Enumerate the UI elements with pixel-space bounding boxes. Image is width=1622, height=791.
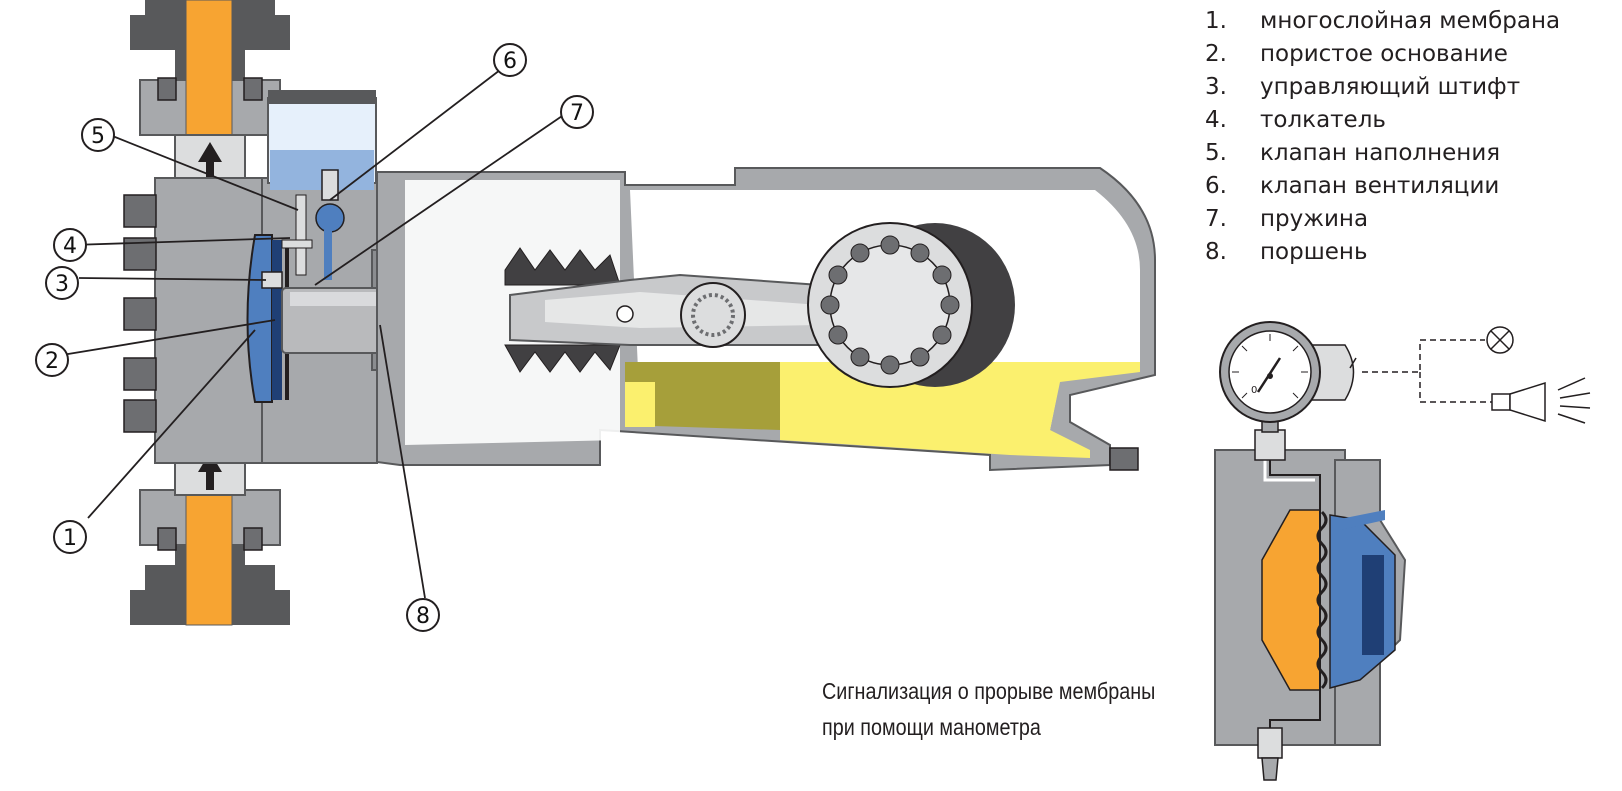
callout-number: 8	[416, 604, 430, 629]
legend-label: управляющий штифт	[1260, 74, 1521, 100]
legend-number: 1.	[1205, 8, 1227, 34]
connecting-rod	[509, 273, 861, 348]
callout-2: 2	[35, 343, 69, 377]
legend-number: 7.	[1205, 206, 1227, 232]
callout-number: 5	[91, 124, 105, 149]
signal-lamp-icon	[1486, 326, 1514, 354]
head-bolts	[123, 194, 157, 433]
legend-number: 4.	[1205, 107, 1227, 133]
legend-number: 3.	[1205, 74, 1227, 100]
legend-item: 2. пористое основание	[1205, 41, 1615, 74]
legend-label: пористое основание	[1260, 41, 1508, 67]
legend-item: 5. клапан наполнения	[1205, 140, 1615, 173]
callout-number: 7	[570, 101, 584, 126]
crosshead-bearing	[680, 282, 746, 348]
caption-line-1: Сигнализация о прорыве мембраны	[822, 678, 1156, 704]
legend-item: 4. толкатель	[1205, 107, 1615, 140]
legend-item: 7. пружина	[1205, 206, 1615, 239]
legend-item: 8. поршень	[1205, 239, 1615, 272]
crank-bearing	[807, 222, 1015, 388]
callout-number: 2	[45, 349, 59, 374]
legend-label: клапан вентиляции	[1260, 173, 1500, 199]
bellows	[504, 247, 621, 373]
legend-number: 6.	[1205, 173, 1227, 199]
legend-item: 3. управляющий штифт	[1205, 74, 1615, 107]
pusher	[281, 239, 313, 249]
parts-legend: 1. многослойная мембрана 2. пористое основ…	[1205, 8, 1615, 272]
legend-label: поршень	[1260, 239, 1368, 265]
caption-line-2: при помощи манометра	[822, 714, 1041, 740]
callout-number: 6	[503, 49, 517, 74]
callout-number: 4	[63, 234, 77, 259]
callout-7: 7	[560, 95, 594, 129]
callout-8: 8	[406, 598, 440, 632]
callout-6: 6	[493, 43, 527, 77]
callout-3: 3	[45, 266, 79, 300]
legend-label: толкатель	[1260, 107, 1386, 133]
fill-valve-ball	[315, 203, 345, 233]
up-arrow-icon	[198, 142, 222, 180]
callout-4: 4	[53, 228, 87, 262]
up-arrow-icon	[198, 452, 222, 490]
callout-number: 3	[55, 272, 69, 297]
legend-label: многослойная мембрана	[1260, 8, 1561, 34]
pump-head	[123, 90, 378, 464]
gauge-zero-label: 0	[1251, 385, 1257, 396]
callouts	[61, 69, 566, 599]
legend-item: 6. клапан вентиляции	[1205, 173, 1615, 206]
legend-item: 1. многослойная мембрана	[1205, 8, 1615, 41]
callout-number: 1	[63, 526, 77, 551]
callout-1: 1	[53, 520, 87, 554]
gauge-detail: 0	[1214, 321, 1591, 781]
legend-number: 2.	[1205, 41, 1227, 67]
multilayer-membrane	[246, 234, 273, 403]
oil-reservoir	[780, 362, 1140, 458]
gauge-caption: Сигнализация о прорыве мембраны при помо…	[822, 673, 1155, 745]
legend-number: 8.	[1205, 239, 1227, 265]
legend-label: клапан наполнения	[1260, 140, 1501, 166]
callout-5: 5	[81, 118, 115, 152]
legend-label: пружина	[1260, 206, 1369, 232]
legend-number: 5.	[1205, 140, 1227, 166]
alarm-horn-icon	[1491, 377, 1591, 424]
